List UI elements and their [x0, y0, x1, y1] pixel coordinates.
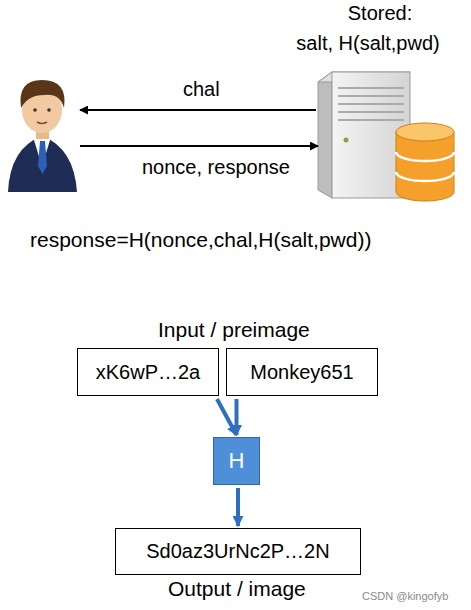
input-box: xK6wP…2a	[77, 348, 219, 396]
node-text: H	[229, 448, 245, 474]
person-icon	[8, 80, 77, 192]
flow-arrow	[235, 399, 239, 435]
database-icon	[396, 123, 454, 201]
node-text: Stored:	[300, 2, 460, 25]
message-label: chal	[183, 78, 220, 101]
watermark: CSDN @kingofyb	[362, 590, 448, 602]
message-label: nonce, response	[142, 156, 290, 179]
response-arrow	[80, 145, 318, 147]
hash-box: H	[213, 437, 260, 485]
challenge-arrow	[80, 109, 316, 111]
flow-arrow	[236, 488, 240, 526]
node-text: Sd0az3UrNc2P…2N	[146, 540, 329, 563]
heading-label: Output / image	[168, 577, 306, 601]
node-text: xK6wP…2a	[96, 361, 201, 384]
flow-arrow	[217, 399, 237, 435]
heading-label: Input / preimage	[158, 318, 310, 342]
formula-label: response=H(nonce,chal,H(salt,pwd))	[30, 228, 371, 252]
server-node: Stored:salt, H(salt,pwd)	[300, 2, 460, 62]
output-box: Sd0az3UrNc2P…2N	[115, 528, 361, 575]
node-text: Monkey651	[250, 361, 353, 384]
node-text: salt, H(salt,pwd)	[288, 32, 448, 55]
input-box: Monkey651	[226, 348, 378, 396]
